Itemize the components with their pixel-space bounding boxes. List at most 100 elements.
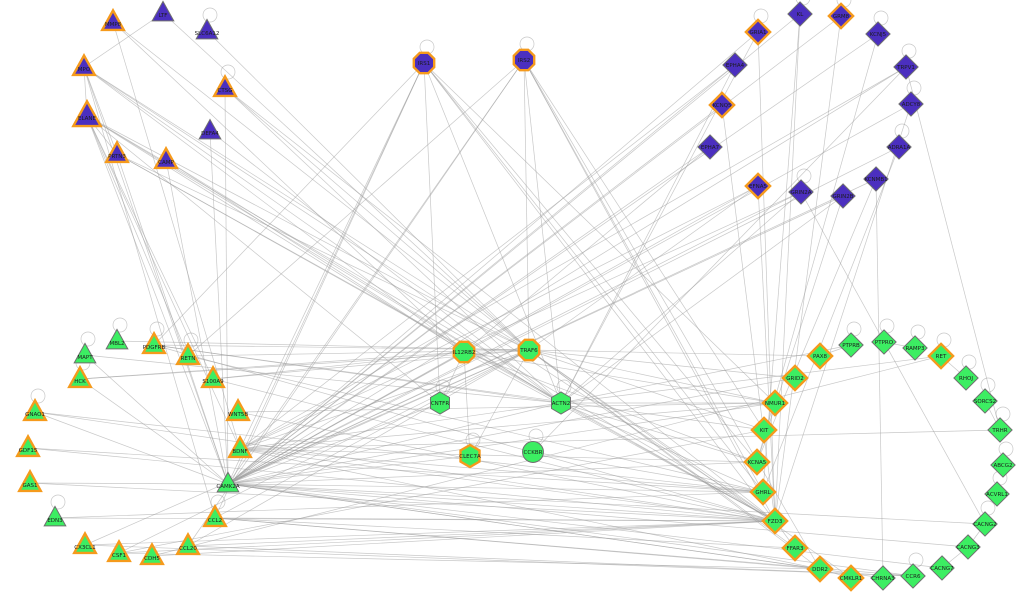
node-ADRA1A[interactable] (886, 134, 912, 160)
node-EFNA5[interactable] (744, 172, 772, 200)
node-MPO[interactable] (71, 53, 97, 77)
node-GRIN2A[interactable] (788, 179, 814, 205)
edge-GRM8-FZD3 (774, 15, 842, 522)
node-SORCS2[interactable] (972, 388, 998, 414)
edge-GAS1-CAMK2A (29, 482, 229, 485)
node-ACTN2[interactable] (551, 391, 571, 415)
edge-CCL20-FZD3 (187, 520, 776, 547)
node-MBL2[interactable] (105, 328, 129, 350)
node-TRPV1[interactable] (893, 54, 919, 80)
node-PRTN3[interactable] (104, 139, 130, 164)
node-KCNA5[interactable] (743, 448, 771, 476)
node-KIT[interactable] (750, 416, 778, 444)
node-MMP8[interactable] (100, 7, 126, 32)
node-CACNG7[interactable] (929, 555, 955, 581)
node-IRS2[interactable] (512, 48, 536, 72)
node-ADCY8[interactable] (898, 91, 924, 117)
edge-GNAO1-GHRL (34, 411, 764, 493)
node-GHRL[interactable] (749, 478, 777, 506)
edge-EPHA4-ACTN2 (560, 64, 736, 404)
node-GRIA1[interactable] (744, 18, 772, 46)
node-GRID2[interactable] (781, 364, 809, 392)
node-DEFA4[interactable] (198, 118, 222, 140)
node-GNAO1[interactable] (22, 397, 48, 422)
node-SLC6A12[interactable] (195, 18, 219, 40)
node-CAMK2A[interactable] (216, 471, 240, 493)
node-PAX8[interactable] (806, 342, 834, 370)
node-DDR2[interactable] (806, 555, 834, 583)
selfloop-EDN3 (50, 494, 66, 510)
node-CACNG3[interactable] (955, 534, 981, 560)
node-CTSG[interactable] (212, 74, 238, 98)
edge-CX3CL1-TRAF6 (84, 349, 530, 546)
edge-MMP8-TRAF6 (112, 21, 530, 351)
node-ACVRL1[interactable] (984, 481, 1010, 507)
node-TRHR[interactable] (987, 417, 1013, 443)
node-IL12RB2[interactable] (452, 340, 476, 364)
selfloop-SLC6A12 (202, 7, 218, 23)
node-CCL20[interactable] (175, 532, 201, 556)
node-CDH5[interactable] (139, 542, 165, 566)
edge-BDNF-KCNA5 (239, 448, 758, 463)
node-RETN[interactable] (175, 341, 201, 366)
node-KCNQ5[interactable] (708, 91, 736, 119)
node-CSF1[interactable] (106, 539, 132, 563)
node-HCK[interactable] (67, 364, 93, 389)
node-MAPT[interactable] (73, 342, 97, 364)
node-CCL2[interactable] (202, 503, 228, 528)
node-EDN3[interactable] (43, 505, 67, 527)
edge-PDGFRB-ACTN2 (153, 344, 562, 404)
node-CACNG2[interactable] (972, 511, 998, 537)
edge-SLC6A12-TRAF6 (206, 30, 530, 351)
edge-CX3CL1-CCR6 (84, 544, 914, 577)
edge-DEFA4-ACTN2 (209, 130, 562, 404)
node-GDF15[interactable] (15, 433, 41, 458)
node-EPHA7[interactable] (697, 134, 723, 160)
node-LTF[interactable] (151, 0, 175, 22)
node-CHRNA3[interactable] (870, 565, 896, 591)
node-CNTFR[interactable] (430, 391, 450, 415)
node-GRIN2B[interactable] (830, 183, 856, 209)
edges-layer (27, 12, 1001, 579)
node-KCNJ5[interactable] (865, 21, 891, 47)
node-ABCG2[interactable] (990, 452, 1016, 478)
node-CCKBR[interactable] (522, 441, 544, 463)
node-TRAF6[interactable] (517, 338, 541, 362)
edge-IRS1-KCNA5 (423, 62, 758, 463)
node-EPHA4[interactable] (722, 52, 748, 78)
node-PTPRB[interactable] (838, 332, 864, 358)
node-ELANE[interactable] (71, 98, 103, 128)
edge-CCL20-CCR6 (187, 545, 914, 577)
node-S100A9[interactable] (200, 364, 226, 389)
node-CLEC7A[interactable] (459, 443, 481, 469)
edge-CAMK2A-FZD3 (227, 483, 776, 522)
edge-KL-CAMK2A (227, 13, 801, 485)
node-RHOJ[interactable] (953, 365, 979, 391)
node-GRM8[interactable] (827, 2, 855, 30)
node-PTPRO[interactable] (871, 329, 897, 355)
edge-KCNMB1-CAMK2A (227, 178, 877, 485)
node-KCNMB1[interactable] (863, 166, 889, 192)
edge-PRTN3-TRAF6 (116, 153, 530, 351)
node-KL[interactable] (787, 1, 813, 27)
node-CCR6[interactable] (900, 563, 926, 589)
node-RAMP3[interactable] (902, 335, 928, 361)
node-CAMP[interactable] (153, 145, 179, 170)
node-PDGFRB[interactable] (141, 330, 167, 355)
node-RET[interactable] (927, 342, 955, 370)
edge-ADRA1A-CAMK2A (227, 146, 900, 485)
node-IRS1[interactable] (412, 51, 436, 75)
node-WNT5B[interactable] (225, 397, 251, 422)
edge-IRS1-BDNF (239, 62, 425, 450)
node-NMUR1[interactable] (761, 389, 789, 417)
node-FZD3[interactable] (761, 507, 789, 535)
node-GAS1[interactable] (17, 468, 43, 493)
edge-TRPV1-BDNF (239, 66, 907, 450)
edge-ACTN2-PTPRB (560, 344, 852, 404)
node-CX3CL1[interactable] (72, 531, 98, 555)
node-BDNF[interactable] (227, 434, 253, 459)
node-FFAR3[interactable] (781, 534, 809, 562)
node-CMKLR1[interactable] (837, 564, 865, 592)
